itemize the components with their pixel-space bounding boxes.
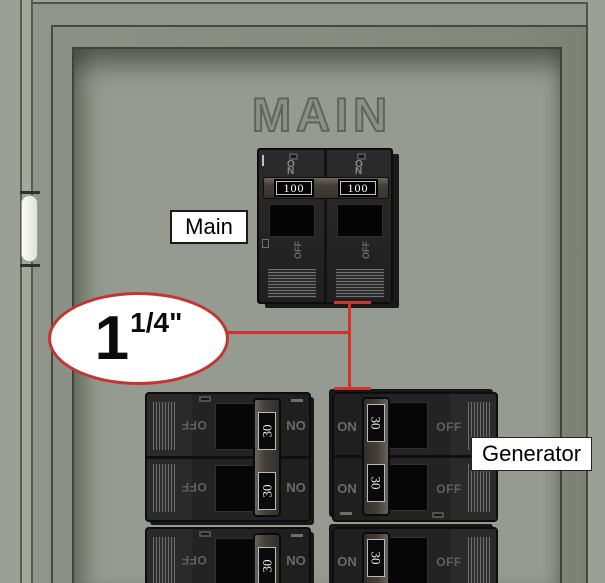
- off-text: OFF: [181, 553, 207, 567]
- generator-breaker-pole-divider: [147, 456, 309, 459]
- generator-breaker-handle: 30: [367, 539, 385, 577]
- main-breaker-pole-divider: [324, 150, 327, 302]
- dimension-whole-number: 1: [94, 303, 130, 373]
- generator-breaker-right-bottom: OFF OFF 30 30 ON ON: [332, 527, 498, 583]
- handle-rating-text: 30: [369, 416, 384, 430]
- fine-print-text: [336, 269, 384, 298]
- generator-breaker-handle: 30: [258, 547, 276, 583]
- handle-rating-text: 30: [369, 476, 384, 490]
- off-text: OFF: [436, 555, 462, 569]
- handle-rating-text: 30: [259, 559, 274, 573]
- handle-rating-text: 30: [259, 424, 274, 438]
- generator-breaker-handle-tie-bar: 30 30: [362, 532, 390, 583]
- on-text: ON: [337, 481, 357, 496]
- fine-print-text: [153, 402, 175, 450]
- latch-bracket-bottom: [20, 264, 40, 267]
- breaker-window: [388, 402, 428, 449]
- fine-print-text: [268, 269, 316, 298]
- off-text: OFF: [181, 418, 207, 432]
- generator-breaker-left-top: OFF OFF 30 30 ON ON: [145, 392, 311, 522]
- off-text: OFF: [181, 480, 207, 494]
- on-text: ON: [337, 419, 357, 434]
- dimension-tick-top: [334, 301, 371, 304]
- main-breaker-on-tick: [262, 155, 264, 166]
- breaker-notch: [199, 396, 211, 402]
- breaker-notch: [357, 153, 366, 160]
- main-breaker-handle-tie-bar: 100 100: [263, 177, 389, 199]
- fine-print-text: [468, 537, 490, 583]
- generator-breaker-handle-tie-bar: 30 30: [253, 398, 281, 517]
- main-breaker-handle-right: 100: [340, 181, 376, 195]
- breaker-notch: [289, 153, 298, 160]
- breaker-window: [269, 204, 315, 237]
- dimension-tick-bottom: [334, 387, 371, 390]
- breaker-window: [215, 538, 255, 583]
- embossed-main-title: MAIN: [251, 87, 393, 142]
- breaker-dash-mark: [291, 534, 303, 537]
- handle-rating-text: 30: [259, 484, 274, 498]
- door-hinge-strip: [20, 0, 33, 583]
- breaker-window: [388, 537, 428, 583]
- breaker-notch: [199, 531, 211, 537]
- generator-label: Generator: [471, 437, 592, 471]
- breaker-window: [215, 465, 255, 512]
- breaker-notch: [432, 512, 444, 518]
- generator-breaker-handle: 30: [258, 412, 276, 450]
- off-text: OFF: [293, 241, 303, 259]
- main-label: Main: [170, 210, 248, 244]
- on-text: ON: [286, 553, 306, 568]
- main-breaker-handle-left: 100: [276, 181, 312, 195]
- generator-breaker-handle-tie-bar: 30 30: [253, 533, 281, 583]
- breaker-window: [388, 464, 428, 511]
- on-text: ON: [355, 159, 363, 177]
- fine-print-text: [468, 464, 490, 512]
- breaker-window: [215, 403, 255, 450]
- dimension-callout-ellipse: 1 1/4": [48, 292, 229, 385]
- breaker-window: [337, 204, 383, 237]
- breaker-dash-mark: [291, 399, 303, 402]
- handle-rating-text: 30: [369, 551, 384, 565]
- fine-print-text: [153, 537, 175, 583]
- generator-breaker-handle-tie-bar: 30 30: [362, 397, 390, 516]
- off-text: OFF: [436, 420, 462, 434]
- dimension-leader-line: [226, 331, 350, 334]
- generator-breaker-handle: 30: [258, 472, 276, 510]
- dimension-vertical-line: [348, 303, 351, 390]
- on-text: ON: [286, 418, 306, 433]
- latch-bracket-top: [20, 191, 40, 194]
- off-text: OFF: [361, 241, 371, 259]
- on-text: ON: [337, 554, 357, 569]
- generator-breaker-left-bottom: OFF OFF 30 30 ON ON: [145, 527, 311, 583]
- dimension-fraction: 1/4": [130, 306, 183, 338]
- main-breaker-off-tick: [262, 239, 269, 248]
- generator-breaker-handle: 30: [367, 404, 385, 442]
- on-text: ON: [286, 480, 306, 495]
- fine-print-text: [153, 464, 175, 512]
- off-text: OFF: [436, 482, 462, 496]
- main-breaker: ON ON 100 100 OFF OFF: [257, 148, 393, 304]
- generator-breaker-handle: 30: [367, 464, 385, 502]
- breaker-dash-mark: [340, 512, 352, 515]
- door-latch-handle: [21, 195, 38, 262]
- on-text: ON: [287, 159, 295, 177]
